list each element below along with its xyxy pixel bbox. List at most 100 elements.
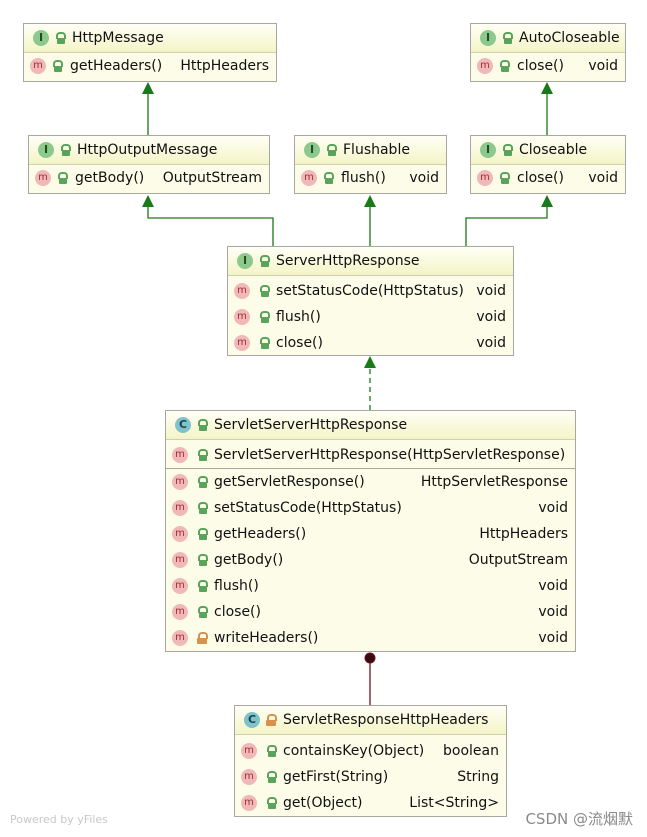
arrowhead (541, 82, 553, 94)
method-row: m getHeaders() HttpHeaders (166, 521, 575, 547)
uml-box-servletresponsehttpheaders[interactable]: C ServletResponseHttpHeaders m containsK… (234, 705, 507, 817)
box-header: C ServletResponseHttpHeaders (235, 706, 506, 735)
public-visibility-icon (501, 143, 513, 157)
interface-icon: I (480, 30, 496, 46)
extends-edge-serverhttpresponse-closeable (465, 206, 548, 246)
method-row: m close() void (471, 165, 625, 191)
box-title: ServerHttpResponse (276, 253, 420, 269)
csdn-watermark: CSDN @流烟默 (525, 810, 633, 828)
uml-box-servletserverhttpresponse[interactable]: C ServletServerHttpResponse m ServletSer… (165, 410, 576, 652)
box-header: I HttpMessage (24, 24, 276, 53)
method-icon: m (241, 769, 257, 785)
composition-dot (364, 652, 376, 664)
method-icon: m (234, 283, 250, 299)
method-icon: m (30, 58, 46, 74)
return-type: HttpHeaders (479, 526, 568, 542)
uml-box-serverhttpresponse[interactable]: I ServerHttpResponse m setStatusCode(Htt… (227, 246, 514, 356)
interface-icon: I (304, 142, 320, 158)
public-visibility-icon (196, 418, 208, 432)
box-header: I HttpOutputMessage (29, 136, 269, 165)
public-visibility-icon (196, 475, 208, 489)
method-icon: m (234, 309, 250, 325)
method-row: m writeHeaders() void (166, 625, 575, 651)
public-visibility-icon (265, 770, 277, 784)
return-type: void (538, 604, 568, 620)
arrowhead (142, 82, 154, 94)
constructor-row: m ServletServerHttpResponse(HttpServletR… (166, 442, 575, 468)
method-row: m flush() void (228, 304, 513, 330)
method-name: getHeaders() (70, 58, 163, 74)
method-row: m getHeaders() HttpHeaders (24, 53, 276, 79)
public-visibility-icon (498, 59, 510, 73)
method-name: getBody() (214, 552, 284, 568)
private-visibility-icon (265, 713, 277, 727)
method-name: getServletResponse() (214, 474, 365, 490)
method-row: m setStatusCode(HttpStatus) void (228, 278, 513, 304)
return-type: boolean (443, 743, 499, 759)
method-name: close() (276, 335, 323, 351)
interface-icon: I (237, 253, 253, 269)
public-visibility-icon (196, 501, 208, 515)
method-icon: m (172, 474, 188, 490)
method-row: m getFirst(String) String (235, 764, 506, 790)
method-icon: m (172, 552, 188, 568)
uml-box-httpoutputmessage[interactable]: I HttpOutputMessage m getBody() OutputSt… (28, 135, 270, 194)
uml-box-closeable[interactable]: I Closeable m close() void (470, 135, 626, 194)
arrowhead (364, 356, 376, 368)
yfiles-footer: Powered by yFiles (10, 813, 108, 826)
public-visibility-icon (196, 579, 208, 593)
method-name: getHeaders() (214, 526, 307, 542)
constructor-name: ServletServerHttpResponse(HttpServletRes… (214, 447, 566, 463)
box-title: AutoCloseable (519, 30, 620, 46)
public-visibility-icon (196, 553, 208, 567)
return-type: void (476, 283, 506, 299)
return-type: void (409, 170, 439, 186)
public-visibility-icon (51, 59, 63, 73)
method-row: m setStatusCode(HttpStatus) void (166, 495, 575, 521)
method-row: m getBody() OutputStream (166, 547, 575, 573)
uml-box-httpmessage[interactable]: I HttpMessage m getHeaders() HttpHeaders (23, 23, 277, 82)
return-type: void (588, 58, 618, 74)
return-type: void (538, 500, 568, 516)
box-title: Flushable (343, 142, 410, 158)
return-type: String (457, 769, 499, 785)
public-visibility-icon (258, 284, 270, 298)
method-icon: m (477, 170, 493, 186)
public-visibility-icon (196, 605, 208, 619)
method-row: m containsKey(Object) boolean (235, 738, 506, 764)
public-visibility-icon (258, 254, 270, 268)
box-title: Closeable (519, 142, 588, 158)
public-visibility-icon (265, 796, 277, 810)
method-row: m getBody() OutputStream (29, 165, 269, 191)
method-icon: m (172, 578, 188, 594)
method-row: m flush() void (166, 573, 575, 599)
public-visibility-icon (59, 143, 71, 157)
method-name: close() (214, 604, 261, 620)
return-type: List<String> (409, 795, 499, 811)
box-header: C ServletServerHttpResponse (166, 411, 575, 440)
method-icon: m (241, 743, 257, 759)
box-title: HttpMessage (72, 30, 164, 46)
class-icon: C (244, 712, 260, 728)
method-name: get(Object) (283, 795, 363, 811)
public-visibility-icon (498, 171, 510, 185)
box-title: ServletResponseHttpHeaders (283, 712, 489, 728)
box-title: ServletServerHttpResponse (214, 417, 408, 433)
method-name: close() (517, 170, 564, 186)
section-divider (166, 468, 575, 469)
method-icon: m (172, 447, 188, 463)
method-icon: m (301, 170, 317, 186)
method-row: m get(Object) List<String> (235, 790, 506, 816)
method-icon: m (234, 335, 250, 351)
return-type: OutputStream (162, 170, 262, 186)
box-title: HttpOutputMessage (77, 142, 218, 158)
public-visibility-icon (196, 527, 208, 541)
uml-box-autocloseable[interactable]: I AutoCloseable m close() void (470, 23, 626, 82)
method-name: setStatusCode(HttpStatus) (276, 283, 464, 299)
public-visibility-icon (325, 143, 337, 157)
arrowhead (364, 195, 376, 207)
uml-box-flushable[interactable]: I Flushable m flush() void (294, 135, 447, 194)
method-name: getBody() (75, 170, 145, 186)
composition-edge (364, 652, 376, 705)
